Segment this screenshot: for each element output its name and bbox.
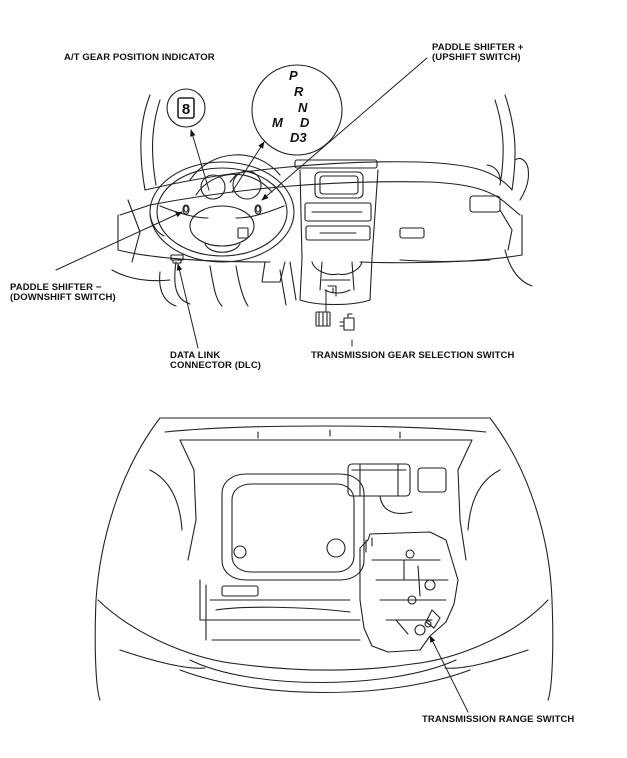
gear-letter-m: M xyxy=(272,115,284,130)
data-link-connector xyxy=(170,254,184,264)
dashboard-illustration xyxy=(111,94,533,307)
gear-letter-n: N xyxy=(298,100,308,115)
gear-position-letters: P R N D M D3 xyxy=(272,68,310,145)
label-paddle-upshift-title: PADDLE SHIFTER + xyxy=(432,42,524,53)
paddle-shifter-minus xyxy=(182,204,190,215)
label-dlc-subtitle: CONNECTOR (DLC) xyxy=(170,360,262,371)
label-paddle-upshift-subtitle: (UPSHIFT SWITCH) xyxy=(432,52,521,63)
gear-selection-switch xyxy=(315,311,355,331)
leader-lines xyxy=(55,57,469,713)
paddle-shifter-plus xyxy=(254,204,262,215)
steering-wheel xyxy=(149,161,295,263)
label-paddle-downshift-subtitle: (DOWNSHIFT SWITCH) xyxy=(10,292,116,303)
label-gear-position-indicator: A/T GEAR POSITION INDICATOR xyxy=(64,52,215,63)
gear-letter-r: R xyxy=(294,84,304,99)
gear-position-callout xyxy=(251,64,343,156)
gear-letter-d: D xyxy=(300,115,310,130)
label-range-switch: TRANSMISSION RANGE SWITCH xyxy=(422,714,575,725)
gear-letter-d3: D3 xyxy=(290,130,307,145)
gear-digit: 8 xyxy=(182,101,190,118)
label-gear-selection-switch: TRANSMISSION GEAR SELECTION SWITCH xyxy=(311,350,515,361)
engine-bay-illustration xyxy=(94,417,554,701)
gear-digit-callout xyxy=(166,88,206,128)
label-dlc-title: DATA LINK xyxy=(170,350,221,361)
label-paddle-downshift-title: PADDLE SHIFTER − xyxy=(10,282,102,293)
gear-letter-p: P xyxy=(289,68,298,83)
